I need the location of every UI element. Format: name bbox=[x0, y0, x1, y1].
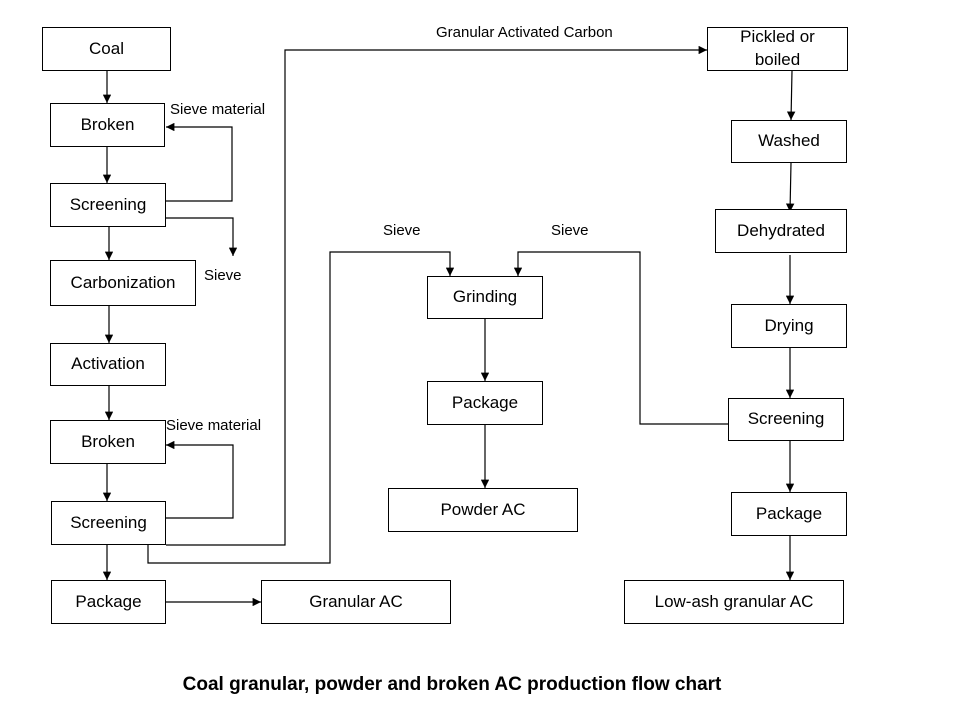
label-sieve-mid-left: Sieve bbox=[383, 222, 421, 239]
node-pickled-label-line-2: boiled bbox=[754, 50, 801, 69]
node-screening-2-label: Screening bbox=[70, 512, 147, 532]
line-sieve-to-grinding-right bbox=[513, 251, 728, 425]
node-granular-ac-label: Granular AC bbox=[309, 591, 403, 611]
node-carbonization-label: Carbonization bbox=[70, 272, 176, 292]
chart-title: Coal granular, powder and broken AC prod… bbox=[182, 674, 722, 695]
node-washed-label: Washed bbox=[758, 131, 820, 151]
node-screening-right-label: Screening bbox=[747, 409, 825, 429]
node-powder-ac-label: Powder AC bbox=[440, 499, 526, 519]
node-broken-2: Broken bbox=[50, 420, 166, 464]
node-granular-ac: Granular AC bbox=[261, 580, 451, 624]
node-activation-label: Activation bbox=[71, 354, 145, 374]
node-package-left: Package bbox=[51, 580, 166, 624]
label-granular-activated-carbon: Granular Activated Carbon bbox=[436, 24, 613, 41]
node-package-left-label: Package bbox=[75, 591, 142, 611]
node-low-ash-label: Low-ash granular AC bbox=[654, 591, 814, 611]
node-broken-1: Broken bbox=[50, 103, 165, 147]
node-pickled-label-line-1: Pickled or bbox=[740, 27, 815, 47]
node-screening-right: Screening bbox=[728, 398, 844, 441]
label-sieve-material-2: Sieve material bbox=[166, 417, 262, 434]
node-dehydrated: Dehydrated bbox=[715, 209, 847, 253]
node-grinding: Grinding bbox=[427, 276, 543, 319]
node-activation: Activation bbox=[50, 343, 166, 386]
node-package-mid: Package bbox=[427, 381, 543, 425]
node-grinding-label: Grinding bbox=[452, 287, 518, 307]
label-sieve-material-1: Sieve material bbox=[170, 101, 266, 118]
node-drying: Drying bbox=[731, 304, 847, 348]
label-sieve-mid-right: Sieve bbox=[551, 222, 589, 239]
node-washed: Washed bbox=[731, 120, 847, 163]
node-screening-1-label: Screening bbox=[69, 194, 147, 214]
arrow-pickled-to-washed bbox=[786, 70, 796, 121]
node-low-ash-granular-ac: Low-ash granular AC bbox=[624, 580, 844, 624]
loop-sieve-material-2 bbox=[166, 440, 234, 519]
node-coal-label: Coal bbox=[89, 38, 124, 58]
node-carbonization: Carbonization bbox=[50, 260, 196, 306]
node-powder-ac: Powder AC bbox=[388, 488, 578, 532]
node-broken-2-label: Broken bbox=[81, 431, 135, 451]
node-screening-2: Screening bbox=[51, 501, 166, 545]
loop-sieve-material-1 bbox=[166, 122, 233, 202]
node-package-right: Package bbox=[731, 492, 847, 536]
node-package-mid-label: Package bbox=[451, 392, 519, 412]
node-package-right-label: Package bbox=[755, 503, 823, 523]
node-dehydrated-label: Dehydrated bbox=[737, 220, 825, 240]
node-screening-1: Screening bbox=[50, 183, 166, 227]
line-sieve-to-grinding-left bbox=[147, 251, 455, 564]
branch-sieve-1 bbox=[166, 217, 238, 256]
arrow-washed-to-dehydrated bbox=[785, 162, 795, 213]
node-pickled-or-boiled: Pickled or boiled bbox=[707, 27, 848, 71]
line-granular-activated-carbon bbox=[166, 45, 707, 546]
node-drying-label: Drying bbox=[764, 315, 814, 335]
node-broken-1-label: Broken bbox=[80, 114, 135, 134]
node-coal: Coal bbox=[42, 27, 171, 71]
label-sieve-1: Sieve bbox=[204, 267, 242, 284]
